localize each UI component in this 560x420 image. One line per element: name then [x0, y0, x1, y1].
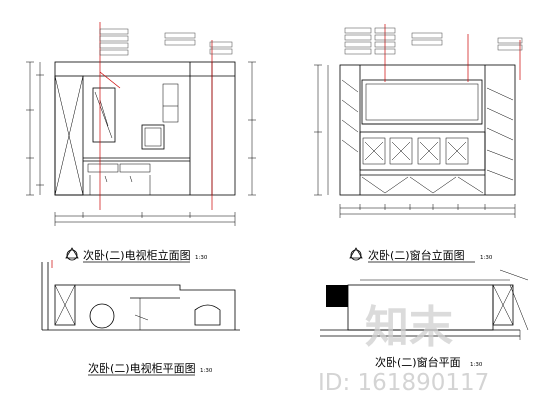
column-fill	[326, 285, 348, 307]
caption-tv-elevation: 次卧(二)电视柜立面图	[83, 248, 191, 262]
caption-tv-elevation-scale: 1:30	[195, 255, 208, 261]
caption-tv-plan: 次卧(二)电视柜平面图	[88, 361, 196, 375]
caption-symbol-icon	[349, 247, 363, 261]
watermark-logo: 知末	[365, 302, 453, 353]
watermark-id: ID: 161890117	[318, 370, 489, 396]
caption-window-elevation-scale: 1:30	[480, 255, 493, 261]
tv-cabinet-elevation	[26, 22, 256, 226]
caption-symbol-icon	[65, 247, 79, 261]
caption-tv-plan-scale: 1:30	[200, 368, 213, 374]
tv-cabinet-plan	[41, 260, 240, 331]
window-elevation	[314, 24, 523, 218]
window-plan	[320, 269, 529, 340]
caption-window-elevation: 次卧(二)窗台立面图	[368, 248, 465, 262]
caption-window-plan: 次卧(二)窗台平面	[375, 355, 461, 369]
caption-window-plan-scale: 1:30	[470, 362, 483, 368]
